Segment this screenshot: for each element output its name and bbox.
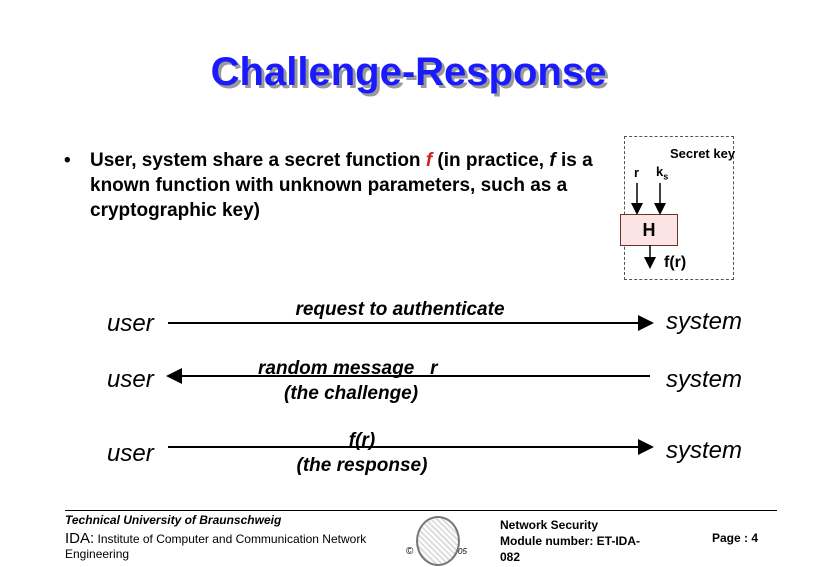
footer-institute-line-2: Engineering [65, 547, 130, 561]
course-line-2: Module number: ET-IDA- [500, 534, 640, 548]
copyright-symbol: © [406, 546, 414, 557]
footer-university: Technical University of Braunschweig [65, 513, 282, 527]
ks-label: ks [656, 164, 668, 182]
system-label-2: system [666, 366, 743, 393]
footer-ida-rest: Institute of Computer and Communication … [94, 532, 367, 546]
request-message: request to authenticate [295, 299, 505, 320]
challenge-line-2: (the challenge) [284, 383, 419, 404]
footer-course: Network Security Module number: ET-IDA- … [500, 517, 640, 565]
page-number: Page : 4 [712, 531, 759, 545]
response-line-2: (the response) [296, 455, 428, 476]
user-label-3: user [107, 440, 154, 467]
user-label-2: user [107, 366, 154, 393]
copyright-year: 05 [458, 547, 467, 556]
bullet-line-2: known function with unknown parameters, … [90, 175, 568, 196]
ks-label-k: k [656, 164, 664, 179]
system-label-1: system [666, 308, 743, 335]
university-seal-icon [416, 516, 460, 566]
user-label-1: user [107, 310, 154, 337]
bullet-line-1: User, system share a secret function f (… [90, 148, 710, 173]
challenge-message: random message r (the challenge) [228, 356, 488, 406]
bullet-line-1-mid: (in practice, [432, 150, 550, 171]
footer-divider [65, 510, 777, 511]
r-input-label: r [634, 165, 640, 180]
function-f: f [425, 150, 433, 171]
ks-label-sub: s [663, 171, 669, 182]
slide-title: Challenge-Response [210, 50, 607, 94]
bullet-line-3: cryptographic key) [90, 200, 260, 221]
fr-output-label: f(r) [664, 254, 687, 271]
response-message: f(r) (the response) [262, 428, 462, 478]
hash-function-box: H [620, 214, 678, 246]
course-line-3: 082 [500, 550, 521, 564]
function-f-2: f [549, 150, 556, 171]
system-label-3: system [666, 437, 743, 464]
bullet-text: User, system share a secret function f (… [90, 148, 710, 223]
response-line-1: f(r) [348, 430, 376, 451]
challenge-line-1: random message r [258, 358, 438, 379]
bullet-line-1-post: is a [555, 150, 593, 171]
hash-diagram-box [624, 136, 734, 280]
course-line-1: Network Security [500, 518, 599, 532]
secret-key-label: Secret key [670, 146, 736, 161]
bullet-symbol: • [64, 150, 71, 171]
footer-ida-prefix: IDA: [65, 530, 95, 547]
bullet-line-1-pre: User, system share a secret function [90, 150, 426, 171]
footer-institute: IDA: Institute of Computer and Communica… [65, 530, 410, 547]
